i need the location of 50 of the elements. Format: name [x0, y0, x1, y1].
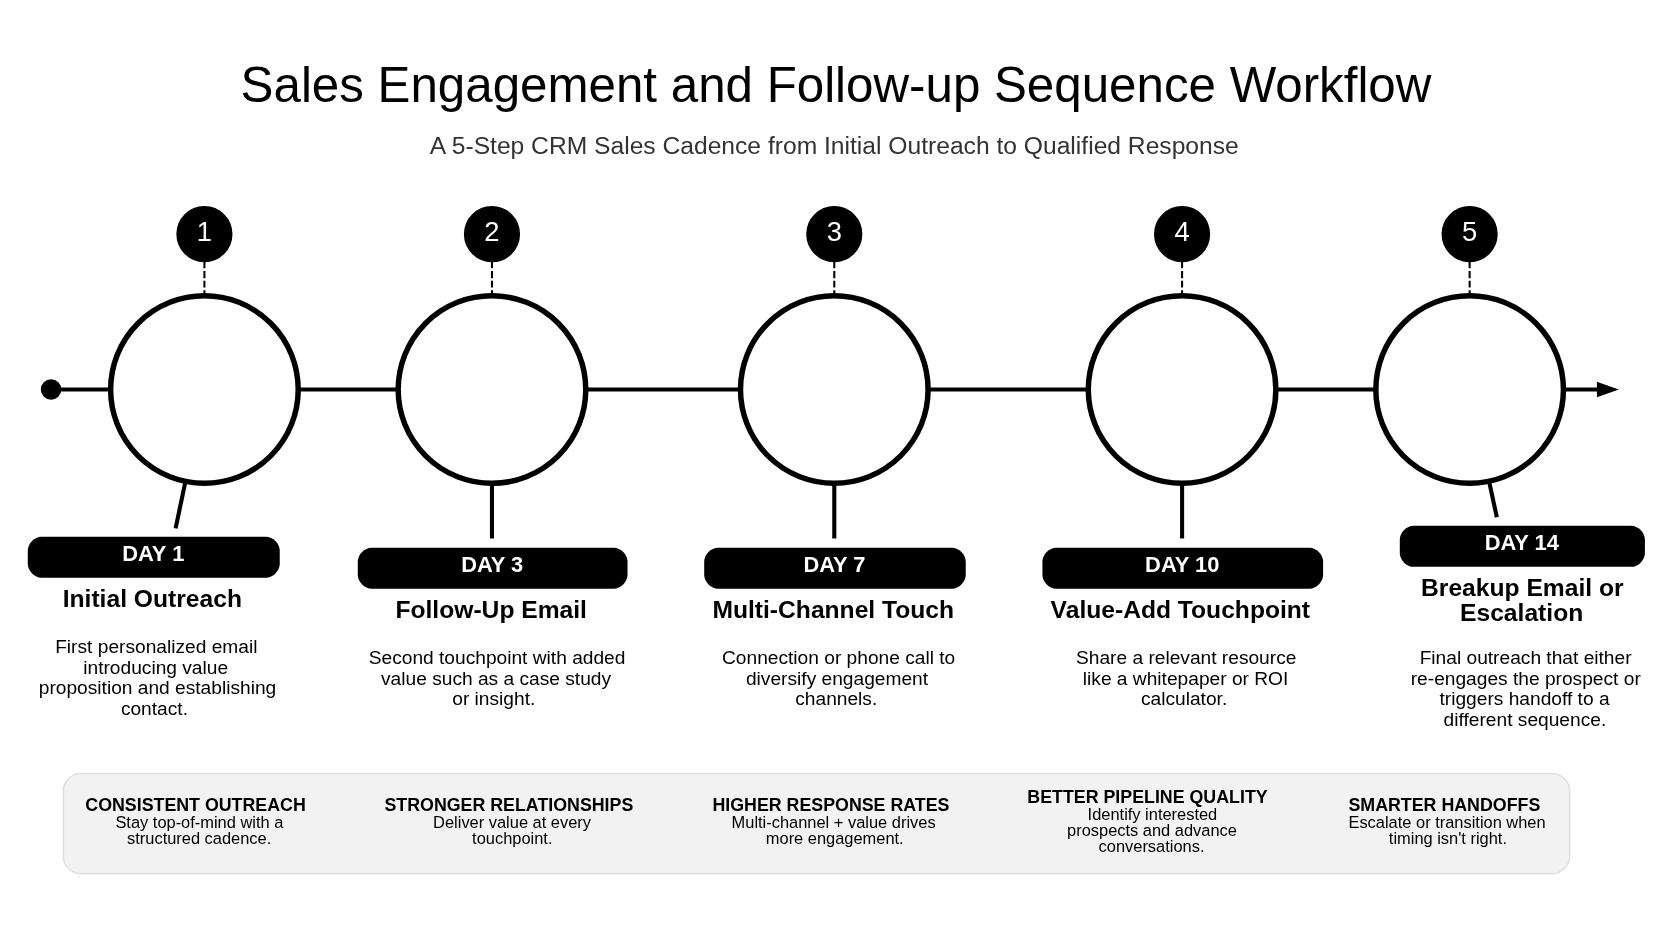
node-text: SMARTER HANDOFFS Escalate or transition when timing isn't right.: [1348, 794, 1546, 847]
node-label: Connection or phone call to diversify engagement channels.: [722, 646, 956, 709]
node-label: Initial Outreach: [62, 584, 242, 612]
connector: [586, 386, 741, 392]
connector: [832, 483, 837, 538]
node-label: Follow-Up Email: [395, 595, 587, 623]
node-label: Final outreach that either re-engages the prospect or triggers handoff to a different sequence.: [1410, 646, 1641, 730]
node-text: STRONGER RELATIONSHIPS Deliver value at every touchpoint.: [384, 794, 634, 847]
node-circle: [737, 292, 931, 486]
node-label: Multi-Channel Touch: [712, 595, 955, 623]
node-label: Second touchpoint with added value such as a case study or insight.: [368, 646, 626, 709]
arrow: [1564, 381, 1619, 397]
node-label: Share a relevant resource like a whitepaper or ROI calculator.: [1075, 646, 1297, 709]
connector: [489, 483, 495, 538]
node-circle: 2: [463, 205, 521, 262]
cluster: [62, 772, 1571, 874]
connector: [490, 261, 493, 295]
node-label: Value-Add Touchpoint: [1050, 595, 1311, 623]
connector: [928, 386, 1089, 392]
node-label: First personalized email introducing value proposition and establishing contact.: [38, 635, 277, 719]
connector: [1181, 261, 1184, 295]
connector: [1468, 261, 1471, 295]
node-box: DAY 14: [1399, 525, 1645, 567]
node-label: Breakup Email or Escalation: [1421, 573, 1624, 626]
connector: [298, 386, 398, 392]
connector: [833, 261, 836, 295]
connector: [1180, 483, 1185, 538]
label: A 5-Step CRM Sales Cadence from Initial Outreach to Qualified Response: [429, 131, 1239, 159]
node-circle: [1085, 292, 1279, 486]
connector: [173, 480, 188, 529]
node-box: DAY 3: [357, 547, 628, 589]
diagram-title: Sales Engagement and Follow-up Sequence Workflow: [240, 56, 1432, 112]
connector: [203, 261, 206, 295]
node-circle: 5: [1441, 205, 1498, 262]
node-circle: [1373, 292, 1567, 486]
node-box: DAY 10: [1042, 547, 1324, 589]
node-box: DAY 7: [704, 547, 966, 589]
node-text: HIGHER RESPONSE RATES Multi-channel + value drives more engagement.: [712, 794, 950, 847]
node-circle: [40, 378, 62, 400]
node-text: BETTER PIPELINE QUALITY Identify interested prospects and advance conversations.: [1027, 786, 1268, 855]
node-circle: [395, 292, 589, 486]
connector: [1487, 480, 1499, 518]
node-circle: 1: [176, 205, 233, 262]
node-circle: 4: [1154, 205, 1211, 262]
node-text: CONSISTENT OUTREACH Stay top-of-mind with a structured cadence.: [85, 794, 306, 847]
node-box: DAY 1: [27, 536, 280, 578]
node-circle: 3: [806, 205, 863, 262]
node-circle: [107, 292, 301, 486]
connector: [60, 386, 111, 392]
connector: [1276, 386, 1376, 392]
